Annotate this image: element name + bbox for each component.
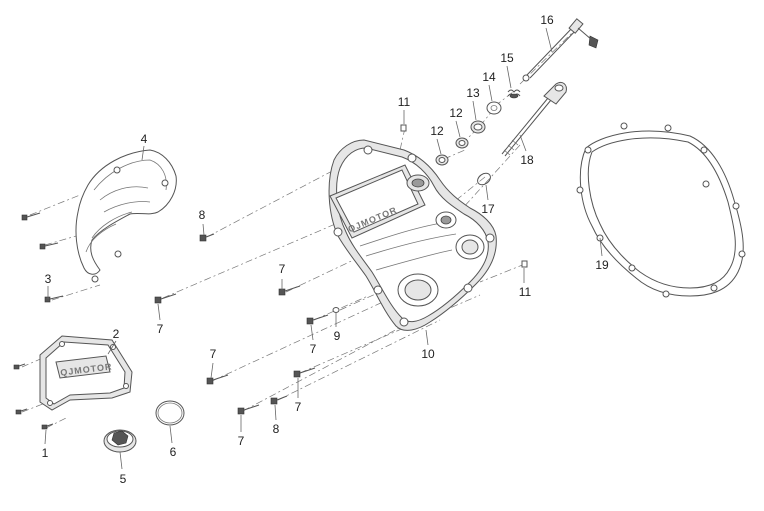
part-12-bearing-upper bbox=[455, 137, 469, 149]
bolt-3c bbox=[44, 295, 64, 303]
bolt-1b bbox=[15, 408, 28, 415]
callout-6: 6 bbox=[170, 445, 177, 459]
callout-7-lower-right: 7 bbox=[295, 400, 302, 414]
part-4-front-sprocket-cover bbox=[75, 149, 177, 283]
shaft-components bbox=[435, 89, 521, 166]
callout-4: 4 bbox=[141, 132, 148, 146]
bolt-1c bbox=[41, 423, 54, 430]
callout-7-bottom: 7 bbox=[238, 434, 245, 448]
part-18-dipstick bbox=[501, 81, 567, 157]
part-19-cover-gasket bbox=[576, 122, 746, 298]
part-10-clutch-cover: QJMOTOR bbox=[328, 139, 497, 331]
bolt-8a bbox=[199, 233, 215, 242]
callout-10: 10 bbox=[421, 347, 435, 361]
part-12-bearing-lower bbox=[435, 154, 449, 166]
bolt-1a bbox=[13, 363, 26, 370]
part-13-oil-seal bbox=[470, 120, 486, 134]
callout-9: 9 bbox=[334, 329, 341, 343]
callout-3: 3 bbox=[45, 272, 52, 286]
bolt-7a bbox=[154, 293, 177, 304]
callout-15: 15 bbox=[500, 51, 514, 65]
callout-18: 18 bbox=[520, 153, 534, 167]
callout-7-lower-left: 7 bbox=[210, 347, 217, 361]
bolt-8b bbox=[270, 395, 288, 405]
part-14-washer bbox=[486, 101, 502, 115]
callout-1: 1 bbox=[42, 446, 49, 460]
callout-7-center-top: 7 bbox=[279, 262, 286, 276]
callout-12-lower: 12 bbox=[430, 124, 444, 138]
callout-8-bottom: 8 bbox=[273, 422, 280, 436]
part-15-spring bbox=[507, 89, 521, 99]
part-5-plug-cap bbox=[103, 429, 137, 453]
callout-16: 16 bbox=[540, 13, 554, 27]
callout-labels: 1 2 3 4 5 6 7 7 7 7 7 7 8 8 9 10 11 11 1… bbox=[42, 13, 609, 486]
callout-7-center: 7 bbox=[310, 342, 317, 356]
bolt-3a bbox=[21, 212, 41, 221]
callout-11-right: 11 bbox=[519, 285, 532, 299]
callout-14: 14 bbox=[482, 70, 496, 84]
callout-12-upper: 12 bbox=[449, 106, 463, 120]
bolt-group-center bbox=[154, 124, 528, 415]
bolt-7d bbox=[206, 374, 229, 385]
leader-lines bbox=[44, 27, 603, 470]
part-6-o-ring bbox=[155, 400, 185, 426]
part-17-o-ring bbox=[477, 172, 491, 186]
bolt-11b bbox=[521, 260, 528, 268]
callout-8-top: 8 bbox=[199, 208, 206, 222]
callout-17: 17 bbox=[481, 202, 495, 216]
callout-13: 13 bbox=[466, 86, 480, 100]
callout-5: 5 bbox=[120, 472, 127, 486]
washer-9 bbox=[332, 307, 340, 313]
part-16-shaft-lever bbox=[522, 18, 599, 82]
bolt-7e bbox=[293, 367, 316, 378]
callout-2: 2 bbox=[113, 327, 120, 341]
bolt-3b bbox=[39, 242, 59, 250]
callout-19: 19 bbox=[595, 258, 609, 272]
bolt-11a bbox=[400, 124, 407, 132]
bolt-group-left bbox=[13, 212, 64, 430]
bolt-7f bbox=[237, 404, 260, 415]
bolt-7c bbox=[306, 314, 329, 325]
callout-7-left: 7 bbox=[157, 322, 164, 336]
part-2-small-side-cover: QJMOTOR bbox=[39, 335, 133, 411]
callout-11-top: 11 bbox=[398, 95, 411, 109]
